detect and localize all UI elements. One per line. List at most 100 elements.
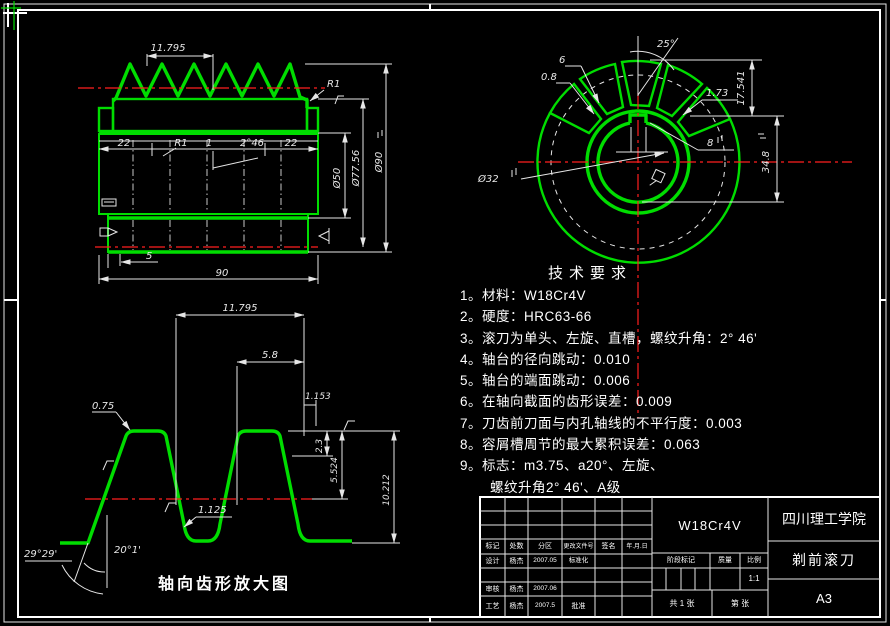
- col-date: 年.月.日: [626, 543, 648, 550]
- col-mark: 标记: [485, 543, 500, 550]
- dim-fillet-top: R1: [327, 79, 340, 90]
- tech-req-item: 5。轴台的端面跳动：0.006: [460, 373, 631, 389]
- dim-top: 5.8: [262, 350, 278, 361]
- section-hatch-band: [111, 97, 309, 133]
- dim-length: 90: [216, 268, 229, 279]
- datum-symbols: [99, 198, 330, 244]
- row-process-label: 工艺: [485, 603, 500, 610]
- dim-depth: 17.541: [736, 71, 747, 106]
- sheet-size: A3: [816, 590, 832, 606]
- dim-corner: 1.153: [305, 392, 331, 402]
- weight-label: 质量: [718, 557, 732, 564]
- dim-root-r: 1.125: [198, 505, 227, 516]
- stage-label: 阶段标记: [667, 557, 695, 564]
- root-radius-dim: 1.125: [183, 505, 232, 528]
- dim-a: 2.3: [315, 439, 325, 454]
- scale-label: 比例: [747, 557, 761, 564]
- dim-step: 5: [146, 251, 152, 262]
- designer-name: 杨杰: [509, 557, 524, 565]
- tolerance-marks: [758, 133, 766, 139]
- dim-key-depth: 34.8: [761, 151, 772, 173]
- col-count: 处数: [509, 543, 524, 550]
- profile-pitch-dim: 11.795 5.8 1.153: [175, 303, 331, 505]
- std-label: 标准化: [568, 556, 589, 564]
- school-name: 四川理工学院: [782, 511, 866, 527]
- axial-tooth-profile-view: 11.795 5.8 1.153 0.75 2.3 5.524 10.212: [24, 303, 400, 595]
- dim-bore: Ø32: [477, 173, 499, 185]
- tech-req-item: 8。容屑槽周节的最大累积误差：0.063: [460, 437, 701, 453]
- right-end-cap: [305, 106, 320, 133]
- check-date: 2007.06: [533, 584, 557, 592]
- title-block-grid: [479, 496, 881, 618]
- gash-depth-dim: 17.541: [650, 59, 784, 117]
- dim-six: 6: [559, 55, 565, 66]
- dim-outer-dia: Ø90: [373, 152, 385, 174]
- dim-pitch: 11.795: [223, 303, 258, 314]
- dim-left-land: 22: [118, 138, 131, 149]
- outer-circle: [536, 112, 741, 264]
- sheet-no: 第 张: [730, 598, 750, 608]
- flute-bottom-dim: 1.73: [682, 88, 738, 116]
- roughness-icon: [334, 95, 344, 105]
- material-label: W18Cr4V: [678, 517, 742, 533]
- tech-req-item: 4。轴台的径向跳动：0.010: [460, 351, 631, 367]
- col-zone: 分区: [538, 543, 552, 550]
- hob-side-view: 11.795 22 R1 1 2°46 22 R1 5 90: [78, 43, 392, 284]
- sheets-total: 共 1 张: [669, 598, 695, 608]
- tech-requirements-title: 技术要求: [548, 265, 633, 282]
- row-design-label: 设计: [485, 557, 500, 565]
- gash-angle-dim: 25°: [629, 36, 679, 96]
- tech-req-item: 7。刀齿前刀面与内孔轴线的不平行度：0.003: [460, 415, 743, 431]
- dim-pitch: 11.795: [151, 43, 186, 54]
- dim-one: 1: [206, 138, 212, 149]
- bore-dia-dim: Ø32: [477, 151, 665, 185]
- profile-view-title: 轴向齿形放大图: [158, 576, 292, 593]
- tech-req-item: 螺纹升角2° 46'、A级: [490, 479, 621, 495]
- col-change-no: 更改文件号: [563, 543, 594, 550]
- tolerance-marks: [511, 168, 517, 177]
- dim-root-dia: Ø77.56: [350, 150, 362, 188]
- flute-trace-lines: [132, 140, 282, 250]
- tech-req-item: 1。材料：W18Cr4V: [460, 288, 587, 303]
- side-view-dimensions: 11.795 22 R1 1 2°46 22 R1 5 90: [98, 43, 392, 284]
- dim-key-width: 8: [707, 138, 713, 149]
- part-name: 剃前滚刀: [792, 552, 856, 568]
- dim-c: 10.212: [382, 474, 392, 506]
- tip-radius-dim: 0.75: [92, 401, 131, 431]
- dim-b: 5.524: [330, 457, 340, 483]
- hob-front-view: 25° 6 0.8 1.73 17.541 8: [477, 36, 852, 418]
- dim-tip-r: 0.75: [92, 401, 114, 412]
- row-check-label: 审核: [485, 585, 500, 593]
- roughness-icons: [102, 420, 355, 513]
- tolerance-marks: [377, 130, 383, 138]
- process-name: 杨杰: [509, 603, 524, 610]
- dim-hub-dia: Ø50: [331, 168, 343, 190]
- tooth-profile-outline: [111, 62, 309, 108]
- tech-req-item: 9。标志：m3.75、a20°、左旋、: [460, 458, 664, 474]
- profile-height-dims: 2.3 5.524 10.212: [288, 430, 400, 544]
- tech-req-item: 2。硬度：HRC63-66: [460, 309, 592, 325]
- gash-blades: [548, 59, 732, 138]
- tooth-profile-curve: [60, 429, 352, 545]
- approve-label: 批准: [571, 603, 586, 610]
- tech-requirements-list: 1。材料：W18Cr4V 2。硬度：HRC63-66 3。滚刀为单头、左旋、直槽…: [460, 285, 880, 498]
- process-date: 2007.5: [535, 602, 555, 610]
- dim-angle2: 29°29': [24, 549, 57, 560]
- tech-req-item: 6。在轴向截面的齿形误差：0.009: [460, 394, 673, 410]
- keyway-depth-dim: 34.8: [642, 115, 784, 203]
- col-sign: 签名: [601, 543, 616, 550]
- keyway-width-dim: 8: [649, 122, 734, 151]
- dim-right-land: 22: [285, 138, 298, 149]
- tolerance-marks: [717, 135, 723, 143]
- rake-face-dims: 6 0.8: [541, 55, 600, 115]
- dim-flute: 1.73: [706, 88, 728, 99]
- design-date: 2007.05: [533, 556, 557, 564]
- scale-value: 1:1: [748, 574, 760, 583]
- dim-rough: 0.8: [541, 72, 557, 83]
- checker-name: 杨杰: [509, 585, 524, 593]
- profile-angle-dims: 20°1' 29°29': [24, 515, 141, 595]
- roughness-icon: [649, 168, 666, 186]
